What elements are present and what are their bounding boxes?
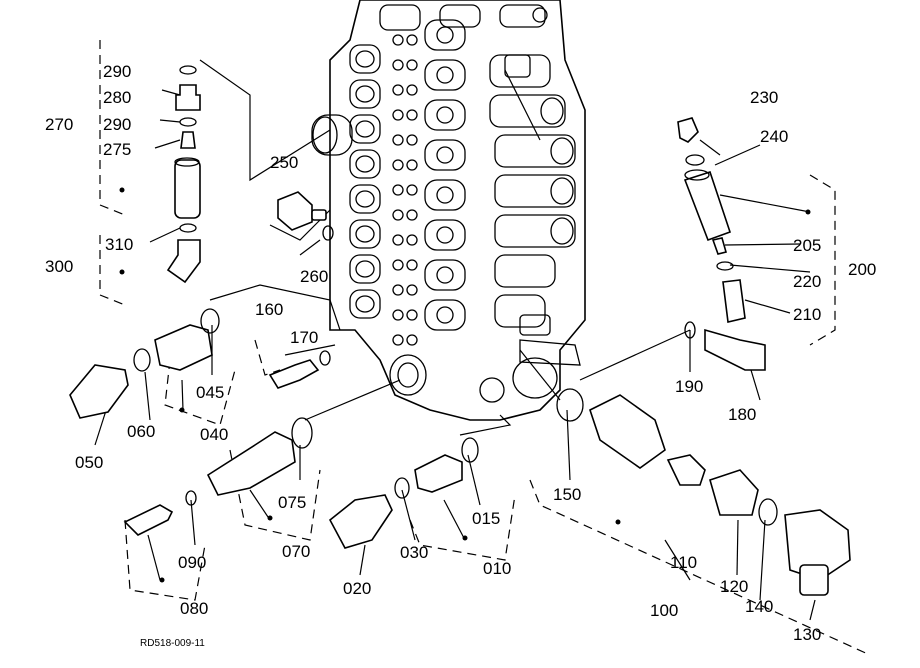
fitting-group-010 bbox=[328, 437, 479, 549]
fitting-group-070 bbox=[206, 417, 313, 521]
label-200: 200 bbox=[848, 260, 876, 279]
control-valve-body bbox=[311, 0, 586, 421]
label-230: 230 bbox=[750, 88, 778, 107]
label-075: 075 bbox=[278, 493, 306, 512]
reference-code: RD518-009-11 bbox=[140, 638, 205, 649]
label-130: 130 bbox=[793, 625, 821, 644]
fitting-group-270 bbox=[119, 65, 201, 284]
fitting-group-040 bbox=[69, 308, 220, 419]
label-170: 170 bbox=[290, 328, 318, 347]
label-045: 045 bbox=[196, 383, 224, 402]
label-180: 180 bbox=[728, 405, 756, 424]
label-250: 250 bbox=[270, 153, 298, 172]
label-280: 280 bbox=[103, 88, 131, 107]
label-030: 030 bbox=[400, 543, 428, 562]
label-050: 050 bbox=[75, 453, 103, 472]
fitting-group-200 bbox=[677, 117, 811, 371]
label-260: 260 bbox=[300, 267, 328, 286]
label-090: 090 bbox=[178, 553, 206, 572]
label-140: 140 bbox=[745, 597, 773, 616]
label-290a: 290 bbox=[103, 62, 131, 81]
label-010: 010 bbox=[483, 559, 511, 578]
fitting-group-160 bbox=[268, 350, 331, 389]
label-205: 205 bbox=[793, 236, 821, 255]
label-300: 300 bbox=[45, 257, 73, 276]
fitting-250 bbox=[277, 191, 334, 241]
label-040: 040 bbox=[200, 425, 228, 444]
label-100: 100 bbox=[650, 601, 678, 620]
label-070: 070 bbox=[282, 542, 310, 561]
part-number-labels: 290 280 270 290 275 250 310 300 260 160 … bbox=[45, 62, 876, 649]
fitting-group-080 bbox=[123, 490, 197, 583]
label-060: 060 bbox=[127, 422, 155, 441]
label-240: 240 bbox=[760, 127, 788, 146]
label-080: 080 bbox=[180, 599, 208, 618]
label-150: 150 bbox=[553, 485, 581, 504]
label-310: 310 bbox=[105, 235, 133, 254]
label-270: 270 bbox=[45, 115, 73, 134]
label-220: 220 bbox=[793, 272, 821, 291]
label-110: 110 bbox=[670, 553, 697, 572]
label-275: 275 bbox=[103, 140, 131, 159]
label-210: 210 bbox=[793, 305, 821, 324]
label-120: 120 bbox=[720, 577, 748, 596]
label-160: 160 bbox=[255, 300, 283, 319]
label-190: 190 bbox=[675, 377, 703, 396]
fitting-group-100 bbox=[556, 388, 851, 596]
label-290b: 290 bbox=[103, 115, 131, 134]
label-015: 015 bbox=[472, 509, 500, 528]
label-020: 020 bbox=[343, 579, 371, 598]
